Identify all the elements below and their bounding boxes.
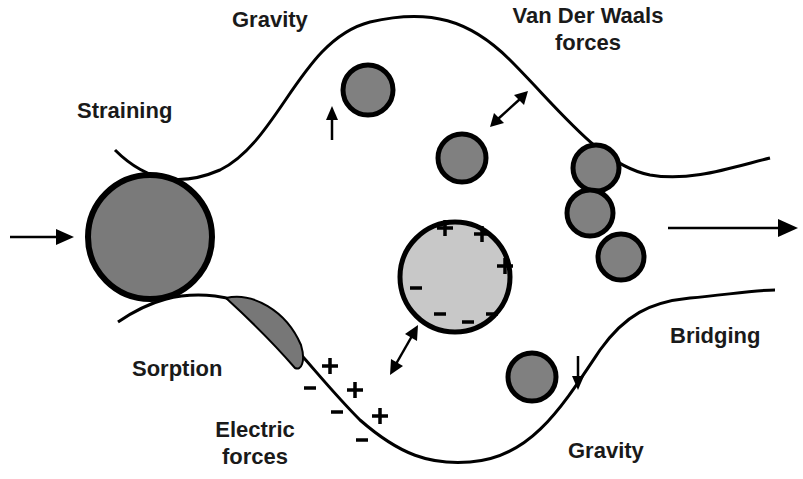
bridging-particle — [598, 234, 644, 280]
force-label: Gravity — [568, 437, 644, 464]
double-arrow — [390, 325, 418, 375]
charge-symbols — [304, 220, 513, 440]
settling-particle — [343, 65, 393, 115]
charged-particle — [400, 222, 510, 332]
double-arrow — [490, 91, 528, 127]
force-label: Gravity — [232, 6, 308, 33]
straining-particle — [88, 175, 212, 299]
force-label: Van Der Waals forces — [488, 2, 688, 56]
mechanism-label: Sorption — [132, 355, 222, 382]
flow-arrow-in — [10, 229, 74, 245]
van-der-waals-particle — [438, 134, 486, 182]
bridging-particle — [567, 190, 613, 236]
bridging-particle — [573, 145, 619, 191]
flow-arrow-out — [668, 219, 798, 237]
gravity-arrow — [326, 106, 338, 140]
settling-particle — [508, 353, 556, 401]
mechanism-label: Bridging — [670, 322, 760, 349]
force-label: Electric forces — [190, 416, 320, 470]
gravity-arrow — [572, 356, 584, 390]
mechanism-label: Straining — [77, 97, 172, 124]
sorbed-deposit — [226, 297, 303, 369]
